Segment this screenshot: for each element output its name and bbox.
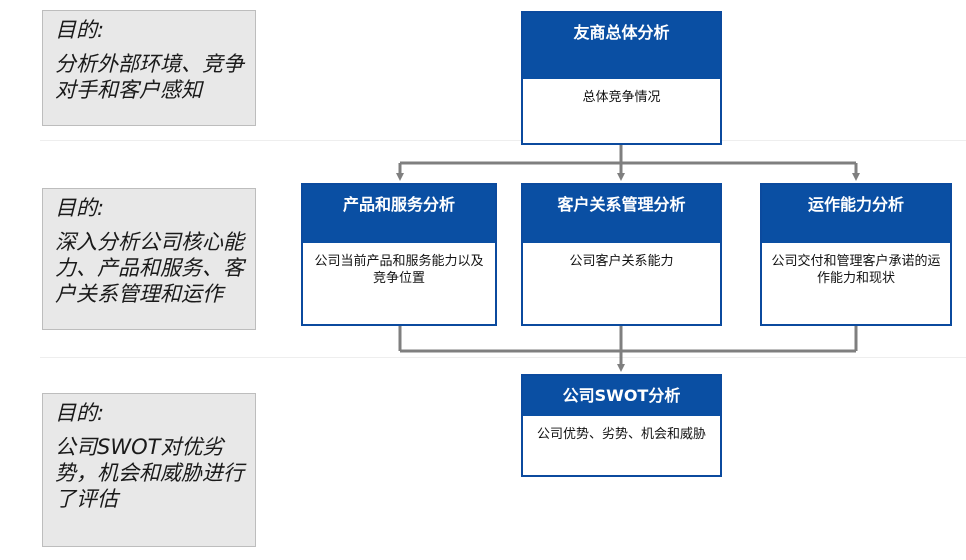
overall-analysis-box: 友商总体分析 总体竞争情况 [521,11,722,145]
box-title: 客户关系管理分析 [523,185,720,243]
purpose-heading: 目的: [55,18,105,42]
product-service-analysis-box: 产品和服务分析 公司当前产品和服务能力以及竞争位置 [301,183,497,326]
purpose-heading: 目的: [55,196,105,220]
box-title: 运作能力分析 [762,185,950,243]
box-description: 公司交付和管理客户承诺的运作能力和现状 [771,254,941,286]
swot-analysis-box: 公司SWOT分析 公司优势、劣势、机会和威胁 [521,374,722,477]
operations-analysis-box: 运作能力分析 公司交付和管理客户承诺的运作能力和现状 [760,183,952,326]
row-separator [40,140,966,141]
box-description: 总体竞争情况 [582,90,661,105]
box-description: 公司当前产品和服务能力以及竞争位置 [314,254,484,286]
purpose-heading: 目的: [55,401,105,425]
purpose-panel-1: 目的: 分析外部环境、竞争对手和客户感知 [42,10,256,126]
purpose-panel-3: 目的: 公司SWOT对优劣势，机会和威胁进行了评估 [42,393,256,547]
box-description: 公司优势、劣势、机会和威胁 [536,427,706,442]
box-title: 产品和服务分析 [303,185,495,243]
box-description: 公司客户关系能力 [569,254,674,269]
row-separator [40,357,966,358]
crm-analysis-box: 客户关系管理分析 公司客户关系能力 [521,183,722,326]
purpose-panel-2: 目的: 深入分析公司核心能力、产品和服务、客户关系管理和运作 [42,188,256,330]
box-title: 友商总体分析 [523,13,720,79]
purpose-text: 分析外部环境、竞争对手和客户感知 [55,52,244,102]
purpose-text: 深入分析公司核心能力、产品和服务、客户关系管理和运作 [55,230,244,306]
purpose-text: 公司SWOT对优劣势，机会和威胁进行了评估 [55,435,244,511]
box-title: 公司SWOT分析 [523,376,720,416]
